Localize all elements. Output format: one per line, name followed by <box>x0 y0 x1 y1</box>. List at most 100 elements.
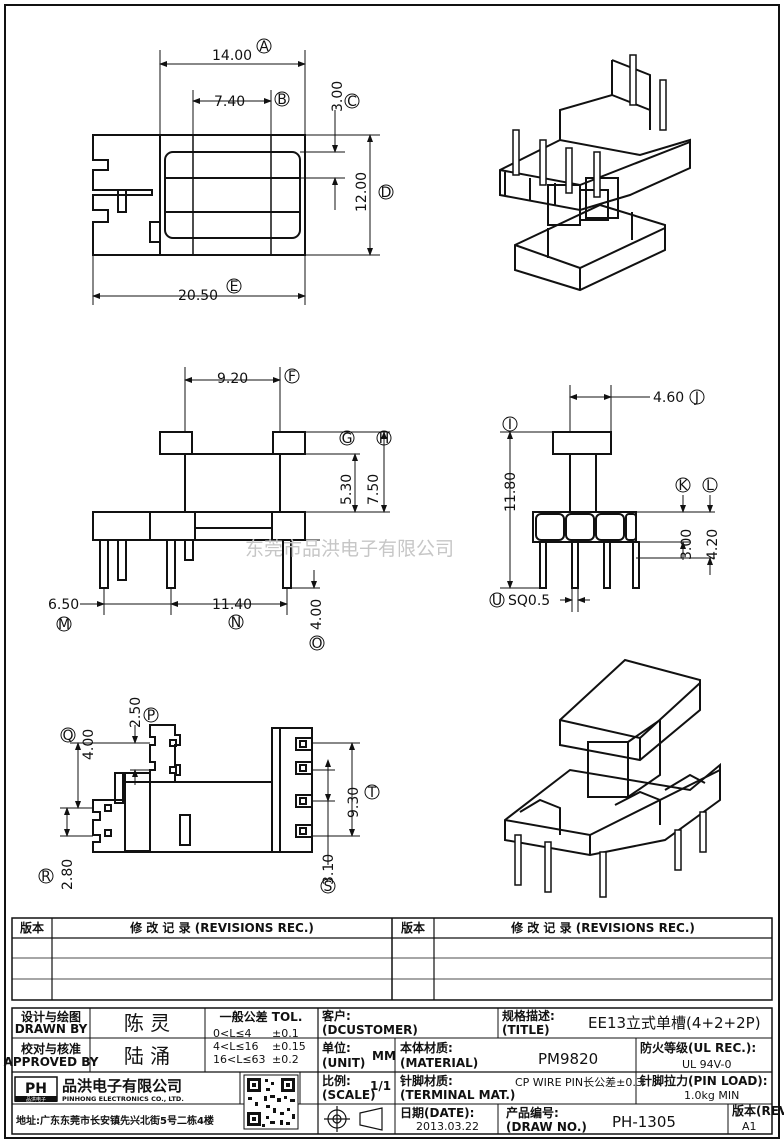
tolerance-value-1: ±0.1 <box>272 1027 299 1040</box>
dim-2-80: 2.80 <box>60 859 76 890</box>
dim-7-50: 7.50 <box>366 474 382 505</box>
label-q: Q <box>62 728 73 744</box>
drawn-by-name: 陈 灵 <box>124 1011 170 1035</box>
material-value: PM9820 <box>538 1050 598 1068</box>
scale-label-en: (SCALE) <box>322 1088 376 1102</box>
date-label: 日期(DATE): <box>400 1105 474 1120</box>
dim-11-80: 11.80 <box>503 472 519 512</box>
ul-value: UL 94V-0 <box>682 1058 732 1071</box>
rev-col-version-2: 版本 <box>401 920 425 935</box>
isometric-view-bottom-pins <box>514 811 707 898</box>
label-r: R <box>41 869 51 885</box>
label-circle-p <box>143 707 159 723</box>
dim-9-30: 9.30 <box>346 787 362 818</box>
side-view-dimensions <box>500 385 715 612</box>
label-circle-b <box>274 91 290 107</box>
label-circle-t <box>364 784 380 800</box>
label-a: A <box>259 39 269 55</box>
label-t: T <box>367 785 377 801</box>
pin-load-value: 1.0kg MIN <box>684 1089 739 1102</box>
customer-label-cn: 客户: <box>321 1008 351 1023</box>
label-g: G <box>342 431 353 447</box>
rev-col-version: 版本 <box>20 920 44 935</box>
dim-4-20: 4.20 <box>705 529 721 560</box>
label-circle-c <box>344 93 360 109</box>
label-circle-o <box>309 635 325 651</box>
label-circle-i <box>502 416 518 432</box>
label-circle-e <box>226 278 242 294</box>
sheet-border <box>4 4 780 1139</box>
draw-no-label-cn: 产品编号: <box>506 1105 559 1120</box>
label-circle-d <box>378 184 394 200</box>
dim-7-40: 7.40 <box>214 94 245 110</box>
label-e: E <box>230 279 239 295</box>
dim-3-00-top: 3.00 <box>330 81 346 112</box>
label-m: M <box>58 617 70 633</box>
tolerance-title: 一般公差 TOL. <box>220 1009 303 1024</box>
isometric-view-top-pins <box>512 54 667 198</box>
date-value: 2013.03.22 <box>416 1120 479 1133</box>
front-view-labels: 9.20 F G H 5.30 7.50 6.50 M 11.40 N 4.00… <box>48 368 392 652</box>
dim-9-20: 9.20 <box>217 371 248 387</box>
label-u: U <box>492 593 502 609</box>
unit-label-cn: 单位: <box>322 1040 351 1055</box>
isometric-view-bottom <box>504 658 721 857</box>
material-label-cn: 本体材质: <box>400 1040 453 1055</box>
bottom-view-dimensions <box>60 725 360 865</box>
terminal-label-cn: 针脚材质: <box>400 1073 453 1088</box>
label-s: S <box>324 879 333 895</box>
dim-4-00-bottom: 4.00 <box>81 729 97 760</box>
logo-letters: PH <box>25 1081 47 1097</box>
top-view-labels: 14.00 A 7.40 B 3.00 C 12.00 D 20.50 E <box>178 38 394 304</box>
label-o: O <box>311 636 322 652</box>
unit-value: MM <box>372 1049 396 1063</box>
revision-value: A1 <box>742 1120 757 1133</box>
label-d: D <box>381 185 392 201</box>
scale-label-cn: 比例: <box>322 1073 351 1088</box>
dim-5-30: 5.30 <box>339 474 355 505</box>
customer-label-en: (DCUSTOMER) <box>322 1023 418 1037</box>
pin-load-label: 针脚拉力(PIN LOAD): <box>640 1073 768 1088</box>
label-circle-m <box>56 616 72 632</box>
front-view-dimensions <box>80 367 390 615</box>
tolerance-range-1: 0<L≤4 <box>213 1027 252 1040</box>
company-name-en: PINHONG ELECTRONICS CO., LTD. <box>62 1095 184 1103</box>
tolerance-value-2: ±0.15 <box>272 1040 306 1053</box>
label-h: H <box>379 431 390 447</box>
bottom-view <box>92 724 313 853</box>
label-k: K <box>678 478 688 494</box>
dim-2-50: 2.50 <box>128 697 144 728</box>
approved-by-name: 陆 涌 <box>124 1044 170 1068</box>
approved-by-label-cn: 校对与核准 <box>21 1041 81 1056</box>
watermark: 东莞市品洪电子有限公司 <box>245 538 454 560</box>
label-circle-j <box>689 389 705 405</box>
dim-12-00: 12.00 <box>354 172 370 212</box>
tolerance-value-3: ±0.2 <box>272 1053 299 1066</box>
qr-code <box>243 1074 299 1130</box>
top-view <box>92 134 306 256</box>
dim-6-50: 6.50 <box>48 597 79 613</box>
label-i: I <box>508 417 512 433</box>
material-label-en: (MATERIAL) <box>400 1056 478 1070</box>
tolerance-range-2: 4<L≤16 <box>213 1040 259 1053</box>
draw-no-label-en: (DRAW NO.) <box>506 1120 587 1134</box>
title-label-en: (TITLE) <box>502 1023 550 1037</box>
rev-col-record-2: 修 改 记 录 (REVISIONS REC.) <box>510 920 695 935</box>
dim-3-10: 3.10 <box>321 854 337 885</box>
dim-sq0-5: SQ0.5 <box>508 593 550 609</box>
label-circle-a <box>256 38 272 54</box>
terminal-label-en: (TERMINAL MAT.) <box>400 1088 515 1102</box>
front-view <box>92 431 306 589</box>
unit-label-en: (UNIT) <box>322 1056 365 1070</box>
label-b: B <box>277 92 287 108</box>
label-circle-l <box>702 477 718 493</box>
label-circle-n <box>228 614 244 630</box>
label-f: F <box>288 369 296 385</box>
revisions-table <box>11 917 773 1001</box>
label-circle-q <box>60 727 76 743</box>
terminal-value: CP WIRE PIN长公差±0.3 <box>515 1075 643 1089</box>
label-circle-s <box>320 878 336 894</box>
ul-label: 防火等级(UL REC.): <box>640 1040 756 1055</box>
drawn-by-label-cn: 设计与绘图 <box>21 1009 81 1024</box>
dim-11-40: 11.40 <box>212 597 252 613</box>
